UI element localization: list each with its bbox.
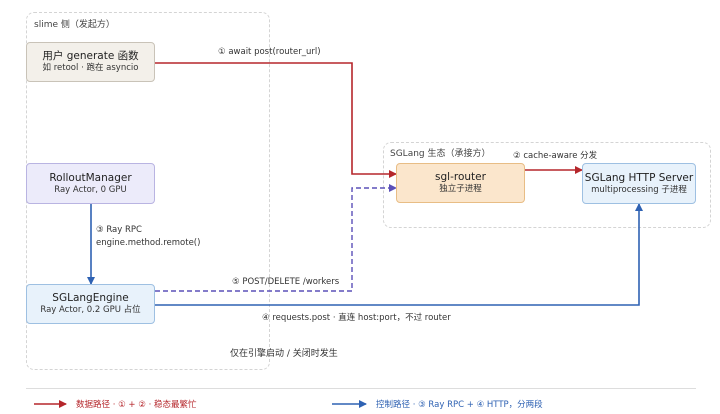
http-server-subtitle: multiprocessing 子进程 xyxy=(591,184,687,195)
lifecycle-note: 仅在引擎启动 / 关闭时发生 xyxy=(230,349,338,359)
sgl-router-subtitle: 独立子进程 xyxy=(439,184,482,195)
legend-data-path: 数据路径 · ① + ② · 稳态最繁忙 xyxy=(76,400,197,410)
edge-1-label: ① await post(router_url) xyxy=(218,47,321,57)
edge-5-arrow xyxy=(155,184,397,292)
edge-3-label-line2: engine.method.remote() xyxy=(96,238,201,248)
http-server-title: SGLang HTTP Server xyxy=(584,171,694,184)
legend-control-path: 控制路径 · ③ Ray RPC + ④ HTTP，分两段 xyxy=(376,400,543,410)
sglang-engine-title: SGLangEngine xyxy=(52,292,129,305)
edge-2-label: ② cache-aware 分发 xyxy=(513,151,598,161)
edge-1-arrow xyxy=(155,62,397,178)
rollout-manager-title: RolloutManager xyxy=(49,171,132,184)
user-generate-title: 用户 generate 函数 xyxy=(42,50,139,63)
user-generate-subtitle: 如 retool · 跑在 asyncio xyxy=(42,63,139,74)
slime-region-label: slime 侧（发起方） xyxy=(34,20,115,30)
sglang-engine-subtitle: Ray Actor, 0.2 GPU 占位 xyxy=(40,305,141,316)
rollout-manager-node: RolloutManager Ray Actor, 0 GPU xyxy=(26,163,155,204)
rollout-manager-subtitle: Ray Actor, 0 GPU xyxy=(54,184,127,195)
sgl-router-node: sgl-router 独立子进程 xyxy=(396,163,525,203)
http-server-node: SGLang HTTP Server multiprocessing 子进程 xyxy=(582,163,696,204)
legend-divider xyxy=(26,388,696,389)
sglang-region-label: SGLang 生态（承接方） xyxy=(390,149,491,159)
edge-3-label-line1: ③ Ray RPC xyxy=(96,225,142,235)
sgl-router-title: sgl-router xyxy=(435,171,486,184)
edge-5-label: ⑤ POST/DELETE /workers xyxy=(232,277,340,287)
sglang-region xyxy=(383,142,711,228)
sglang-engine-node: SGLangEngine Ray Actor, 0.2 GPU 占位 xyxy=(26,284,155,324)
edge-4-label: ④ requests.post · 直连 host:port，不过 router xyxy=(262,313,451,323)
edge-4-arrow xyxy=(155,203,643,306)
user-generate-node: 用户 generate 函数 如 retool · 跑在 asyncio xyxy=(26,42,155,82)
